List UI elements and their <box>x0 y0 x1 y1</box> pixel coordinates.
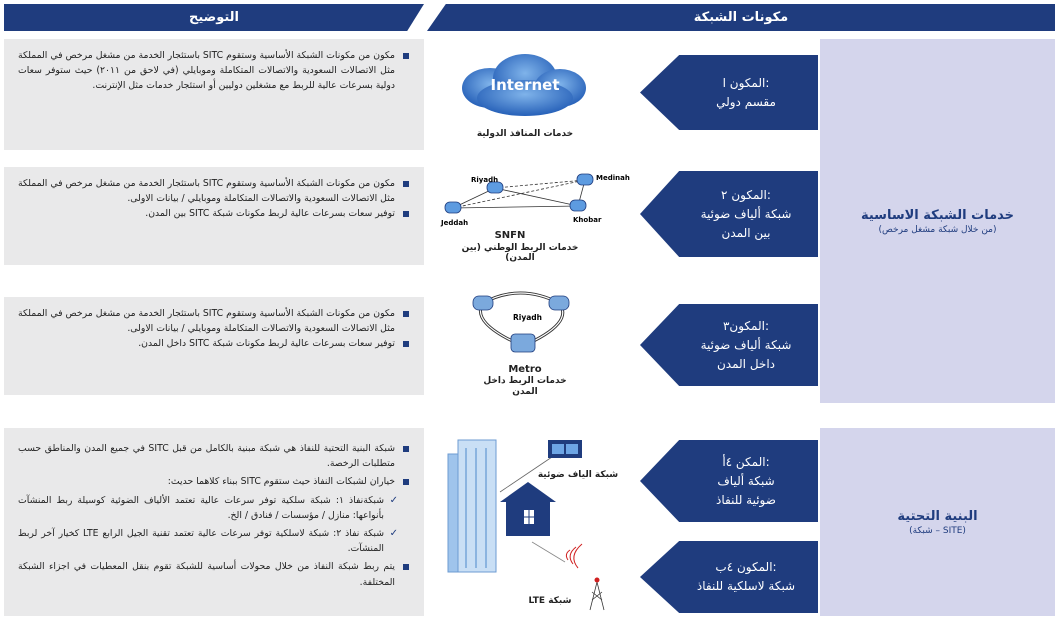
fiber-switch-icon <box>548 440 582 458</box>
snfn-caption: خدمات الربط الوطني (بين المدن) <box>461 243 579 263</box>
description-box-1: مكون من مكونات الشبكة الأساسية وستقوم SI… <box>4 39 424 150</box>
component-1-arrow: المكون ا: مقسم دولي <box>640 55 818 130</box>
component-label: شبكة ألياف <box>717 473 775 488</box>
internet-cloud-illustration: Internet <box>462 54 586 116</box>
fiber-access-caption: شبكة الياف ضوئية <box>537 470 619 480</box>
category-title: البنية التحتية <box>897 508 978 524</box>
component-label: داخل المدن <box>716 356 776 371</box>
component-4a-arrow: المكن ٤أ: شبكة ألياف ضوئية للنفاذ <box>640 440 818 522</box>
network-components-header: مكونات الشبكة <box>427 4 1055 31</box>
metro-network-diagram: Riyadh <box>472 291 570 353</box>
snfn-network-diagram: Riyadh Medinah Jeddah Khobar <box>440 173 630 227</box>
category-infrastructure: البنية التحتية (شبكة – SITE) <box>820 428 1055 616</box>
lte-caption: شبكة LTE <box>528 596 572 606</box>
description-item: مكون من مكونات الشبكة الأساسية وستقوم SI… <box>18 48 410 94</box>
network-components-header-label: مكونات الشبكة <box>693 10 789 25</box>
description-item: مكون من مكونات الشبكة الأساسية وستقوم SI… <box>18 176 410 206</box>
description-item: خياران لشبكات النفاذ حيث ستقوم SITC ببنا… <box>18 474 410 489</box>
component-label: مقسم دولي <box>716 94 776 109</box>
metro-caption-line: خدمات الربط داخل <box>483 376 567 386</box>
description-check-item: شبكة نفاذ ٢: شبكة لاسلكية توفر سرعات عال… <box>18 526 410 556</box>
description-box-3: مكون من مكونات الشبكة الأساسية وستقوم SI… <box>4 297 424 395</box>
metro-name: Metro <box>508 364 542 375</box>
building-icon <box>447 439 497 573</box>
category-subtitle: (من خلال شبكة مشغل مرخص) <box>878 224 997 235</box>
internet-cloud-label: Internet <box>490 76 559 94</box>
category-title: خدمات الشبكة الاساسية <box>860 207 1015 223</box>
component-label: المكون ٤ب: <box>715 560 777 574</box>
description-item: مكون من مكونات الشبكة الأساسية وستقوم SI… <box>18 306 410 336</box>
lte-tower-icon <box>589 577 605 611</box>
internet-caption: خدمات المنافذ الدولية <box>476 129 574 139</box>
explanation-header-label: التوضيح <box>188 10 240 25</box>
access-network-illustration <box>447 439 605 611</box>
component-label: بين المدن <box>721 225 771 240</box>
description-box-4: شبكة البنية التحتية للنفاذ هي شبكة مبنية… <box>4 428 424 616</box>
component-label: المكن ٤أ: <box>722 454 770 469</box>
metro-caption-line: المدن <box>512 387 538 397</box>
snfn-name: SNFN <box>494 230 526 241</box>
description-box-2: مكون من مكونات الشبكة الأساسية وستقوم SI… <box>4 167 424 265</box>
category-subtitle: (شبكة – SITE) <box>909 525 966 536</box>
component-2-arrow: المكون ٢: شبكة ألياف ضوئية بين المدن <box>640 171 818 257</box>
component-label: شبكة ألياف ضوئية <box>700 206 792 221</box>
component-label: شبكة ألياف ضوئية <box>700 337 792 352</box>
router-icon <box>444 173 594 214</box>
explanation-header: التوضيح <box>4 4 424 31</box>
component-4b-arrow: المكون ٤ب: شبكة لاسلكية للنفاذ <box>640 541 818 613</box>
component-label: ضوئية للنفاذ <box>716 492 776 507</box>
metro-caption: خدمات الربط داخل المدن <box>470 376 580 398</box>
category-core-services: خدمات الشبكة الاساسية (من خلال شبكة مشغل… <box>820 39 1055 403</box>
description-item: توفير سعات بسرعات عالية لربط مكونات شبكة… <box>18 206 410 221</box>
city-label: Jeddah <box>440 219 468 227</box>
router-icon <box>472 295 570 353</box>
city-label: Medinah <box>596 174 630 182</box>
component-label: المكون ٢: <box>721 187 771 202</box>
component-label: المكون٣: <box>722 318 770 333</box>
description-check-item: شبكةنفاذ ١: شبكة سلكية توفر سرعات عالية … <box>18 493 410 523</box>
city-label: Khobar <box>573 216 602 224</box>
component-label: المكون ا: <box>722 75 770 90</box>
wireless-signal-icon <box>565 543 583 569</box>
city-label: Riyadh <box>513 313 542 322</box>
description-item: توفير سعات بسرعات عالية لربط مكونات شبكة… <box>18 336 410 351</box>
description-item: شبكة البنية التحتية للنفاذ هي شبكة مبنية… <box>18 441 410 471</box>
description-item: يتم ربط شبكة النفاذ من خلال محولات أساسي… <box>18 559 410 589</box>
component-3-arrow: المكون٣: شبكة ألياف ضوئية داخل المدن <box>640 304 818 386</box>
component-label: شبكة لاسلكية للنفاذ <box>696 579 796 593</box>
city-label: Riyadh <box>471 176 498 184</box>
house-icon <box>500 482 556 536</box>
